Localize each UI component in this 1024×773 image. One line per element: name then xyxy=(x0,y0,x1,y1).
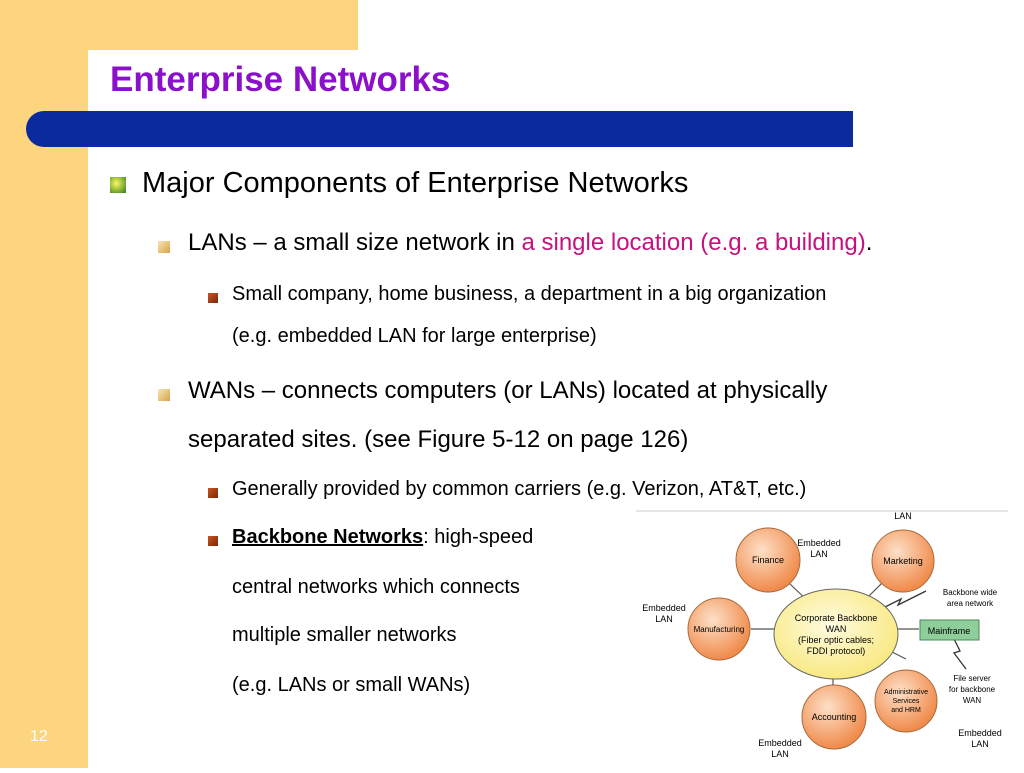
lans-suffix: . xyxy=(865,229,873,256)
level3-bullet-icon xyxy=(208,488,218,498)
diagram-svg: Corporate Backbone WAN (Fiber optic cabl… xyxy=(636,510,1008,759)
admin-label-line2: Services xyxy=(893,698,920,705)
admin-label-line1: Administrative xyxy=(884,689,928,696)
lans-highlight: a single location (e.g. a building) xyxy=(521,229,866,256)
embedded-bottom-line1: Embedded xyxy=(758,738,802,748)
backbone-network-diagram: Corporate Backbone WAN (Fiber optic cabl… xyxy=(636,509,1008,768)
embedded-bottom-line2: LAN xyxy=(771,749,789,759)
level3-bullet-icon xyxy=(208,536,218,546)
mainframe-label: Mainframe xyxy=(928,626,971,636)
admin-label-line3: and HRM xyxy=(891,707,921,714)
embedded-right-line1: Embedded xyxy=(958,728,1002,738)
file-server-line3: WAN xyxy=(963,696,982,705)
embedded-top-line2: LAN xyxy=(810,549,828,559)
embedded-left-line2: LAN xyxy=(655,614,673,624)
center-label-line2: WAN xyxy=(826,624,847,634)
file-server-line2: for backbone xyxy=(949,685,996,694)
backbone-wide-line1: Backbone wide xyxy=(943,588,998,597)
center-label-line4: FDDI protocol) xyxy=(807,646,866,656)
administrative-node xyxy=(874,669,938,733)
embedded-top-line1: Embedded xyxy=(797,538,841,548)
embedded-right-line2: LAN xyxy=(971,739,989,749)
bullet-wans-line2: separated sites. (see Figure 5-12 on pag… xyxy=(188,426,689,453)
bullet-major-components: Major Components of Enterprise Networks xyxy=(142,167,689,199)
finance-node xyxy=(735,527,801,593)
title-underline-bar xyxy=(26,111,853,147)
backbone-wide-line2: area network xyxy=(947,599,994,608)
level2-bullet-icon xyxy=(158,241,170,253)
bullet-wans-line1: WANs – connects computers (or LANs) loca… xyxy=(188,377,828,404)
bullet-backbone-line2: central networks which connects xyxy=(232,576,520,598)
slide-title: Enterprise Networks xyxy=(110,60,451,99)
finance-label: Finance xyxy=(752,555,784,565)
level1-bullet-icon xyxy=(110,177,126,193)
marketing-label: Marketing xyxy=(883,556,923,566)
manufacturing-label: Manufacturing xyxy=(694,625,745,634)
backbone-line1-rest: : high-speed xyxy=(423,526,534,548)
top-accent-band xyxy=(88,0,358,50)
level2-bullet-icon xyxy=(158,389,170,401)
lan-top-label: LAN xyxy=(894,511,912,521)
accounting-label: Accounting xyxy=(812,712,857,722)
manufacturing-node xyxy=(687,597,751,661)
bullet-backbone-line3: multiple smaller networks xyxy=(232,624,457,646)
slide-number: 12 xyxy=(30,728,48,745)
mainframe-box xyxy=(919,619,980,641)
backbone-networks-term: Backbone Networks xyxy=(232,526,424,548)
accounting-node xyxy=(801,684,867,750)
file-server-lightning-icon xyxy=(952,638,967,670)
bullet-common-carriers: Generally provided by common carriers (e… xyxy=(232,478,807,500)
backbone-wide-lightning-icon xyxy=(880,590,927,610)
bullet-lans-sub-line1: Small company, home business, a departme… xyxy=(232,283,827,305)
bullet-backbone-line1: Backbone Networks: high-speed xyxy=(232,526,533,549)
embedded-left-line1: Embedded xyxy=(642,603,686,613)
level3-bullet-icon xyxy=(208,293,218,303)
marketing-node xyxy=(871,529,935,593)
file-server-line1: File server xyxy=(953,674,991,683)
bullet-backbone-line4: (e.g. LANs or small WANs) xyxy=(232,674,471,696)
lans-text: LANs – a small size network in xyxy=(188,229,522,256)
bullet-lans: LANs – a small size network in a single … xyxy=(188,229,872,257)
center-label-line3: (Fiber optic cables; xyxy=(798,635,874,645)
corporate-backbone-node xyxy=(773,588,899,680)
center-label-line1: Corporate Backbone xyxy=(795,613,878,623)
bullet-lans-sub-line2: (e.g. embedded LAN for large enterprise) xyxy=(232,325,597,347)
